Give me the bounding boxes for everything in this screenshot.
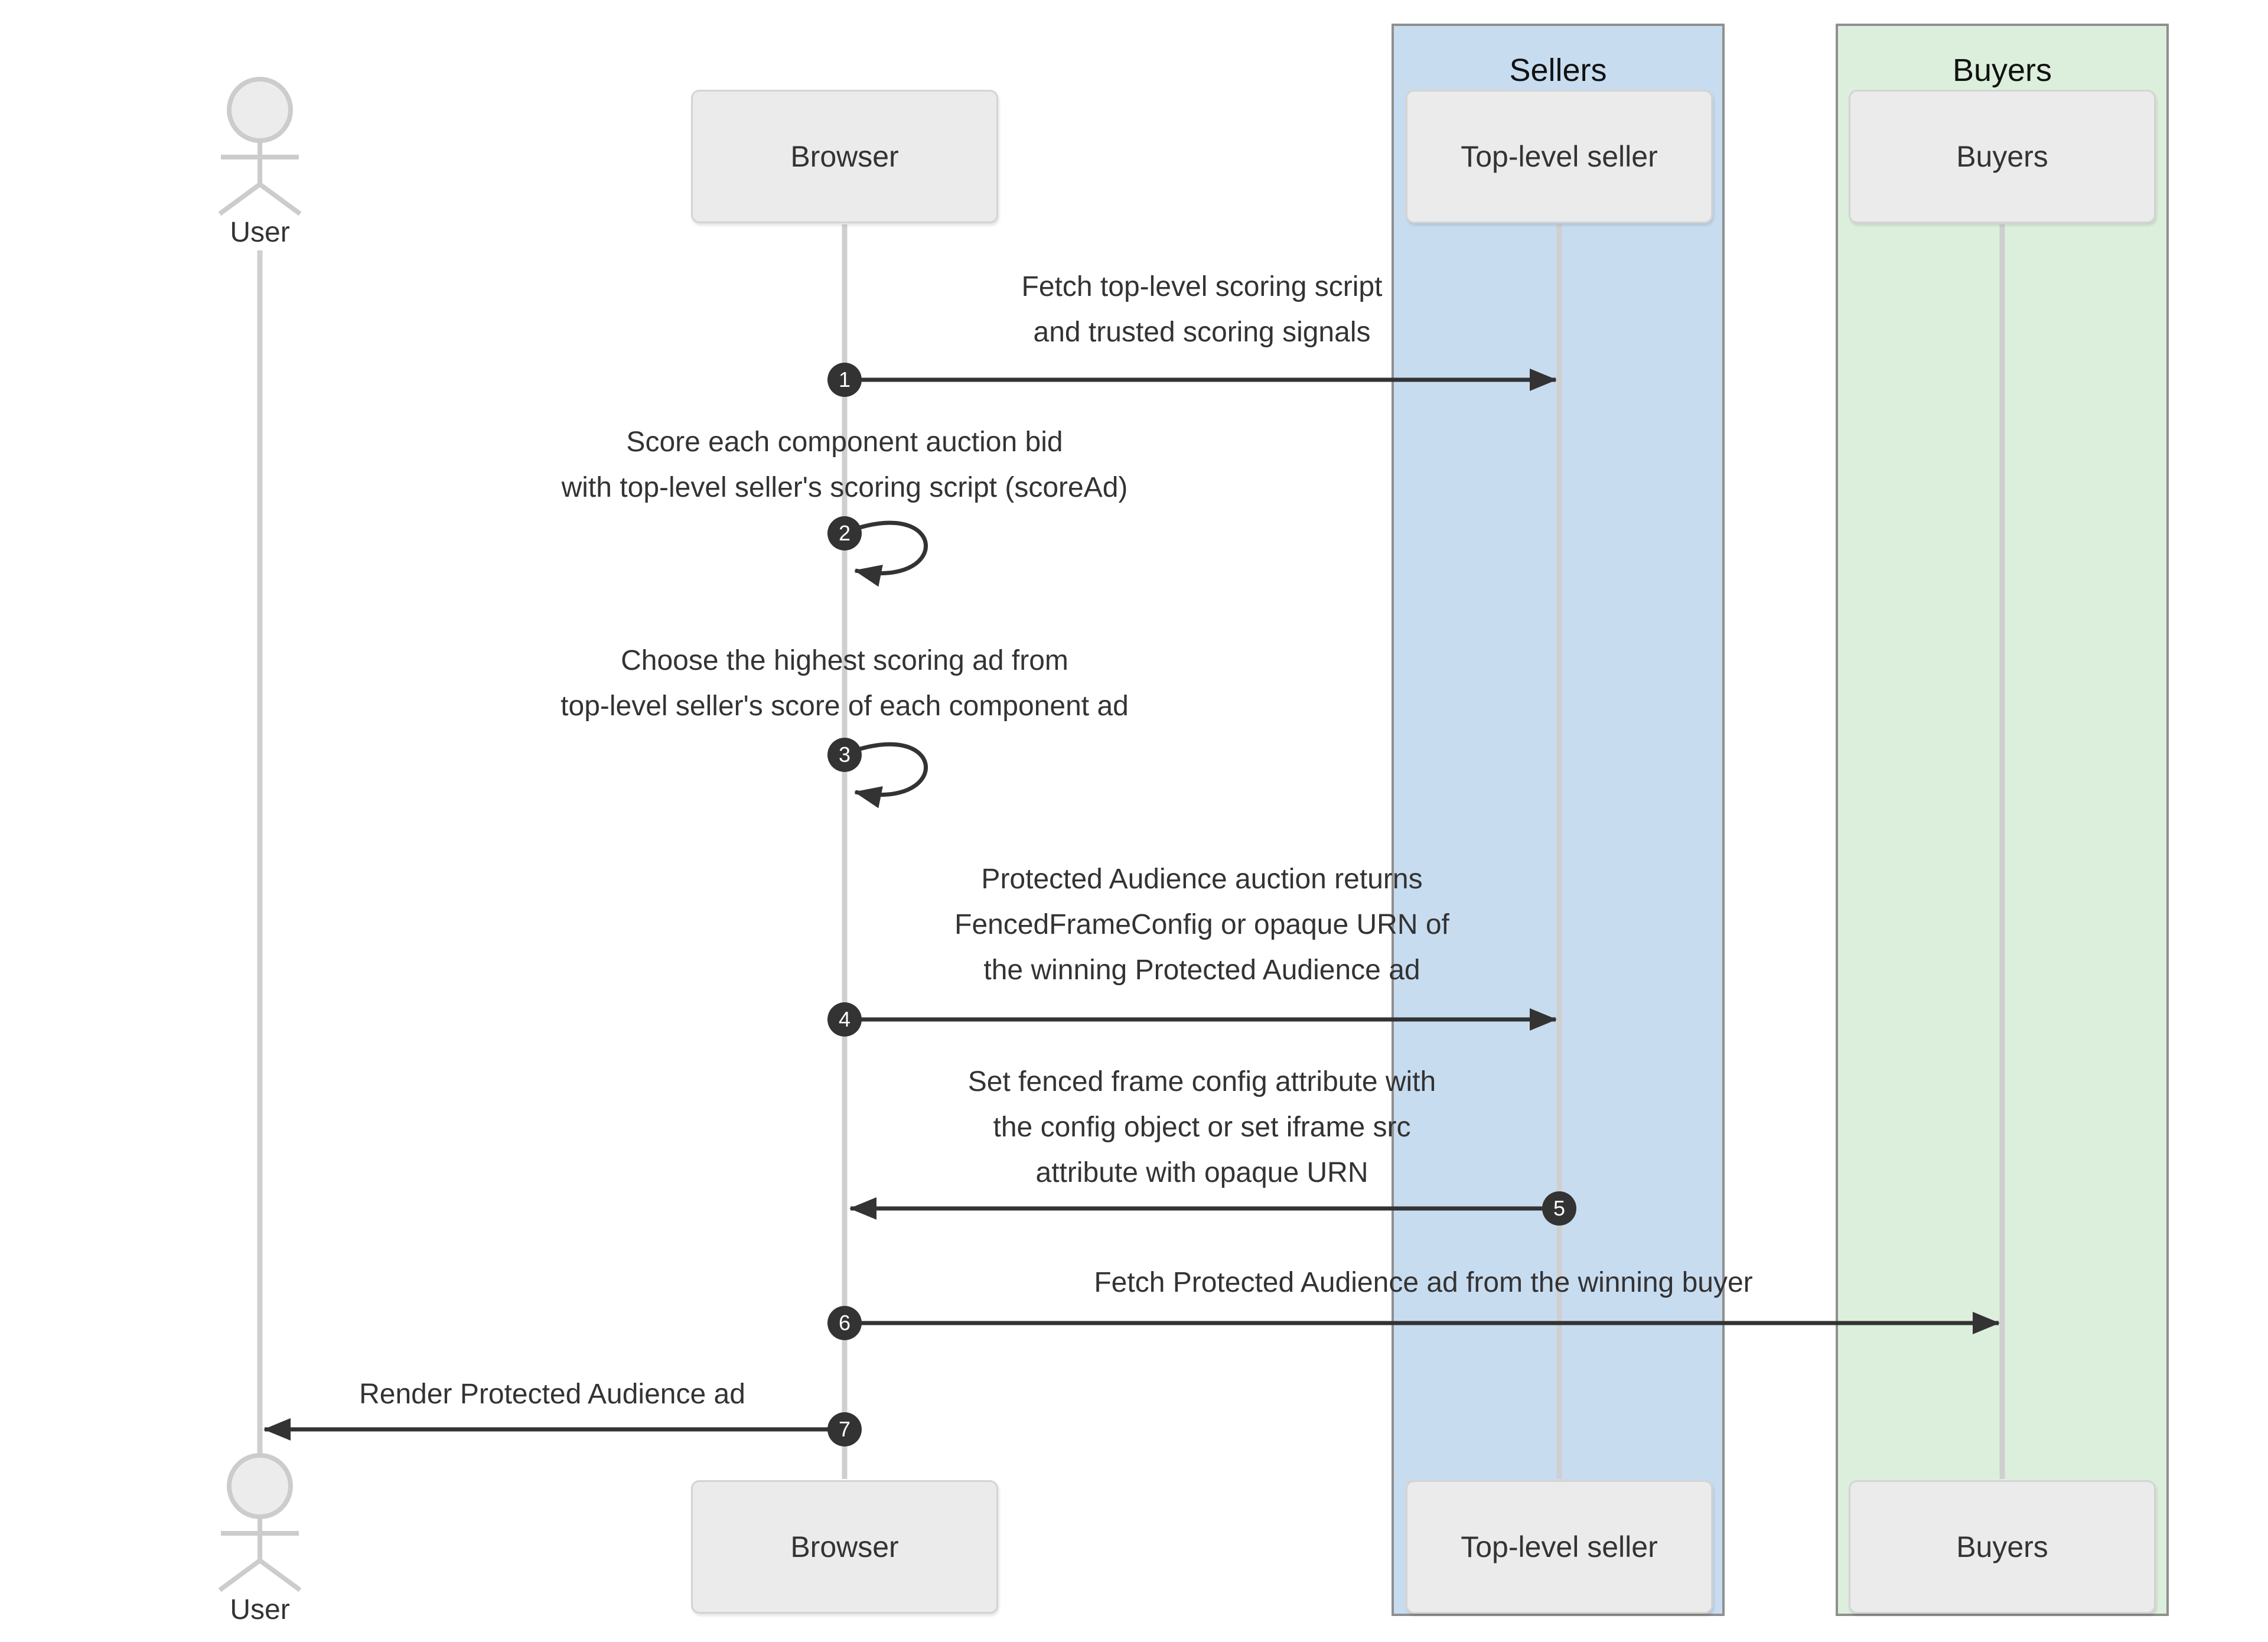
step-5-badge: 5: [1542, 1191, 1576, 1226]
message-4-text: Protected Audience auction returns Fence…: [954, 856, 1449, 993]
user-actor-label-top: User: [230, 217, 290, 248]
lifelines: [257, 224, 2005, 1479]
step-7-badge: 7: [827, 1412, 862, 1446]
seller-box-top-label: Top-level seller: [1461, 140, 1658, 173]
message-3-line-2: top-level seller's score of each compone…: [561, 690, 1129, 722]
message-2-line-2: with top-level seller's scoring script (…: [561, 472, 1128, 503]
message-4-line-2: FencedFrameConfig or opaque URN of: [954, 909, 1449, 940]
message-2-text: Score each component auction bid with to…: [562, 419, 1128, 510]
arrow-2-self-loop: [854, 520, 928, 587]
buyers-box-top: Buyers: [1849, 90, 2156, 223]
message-2-line-1: Score each component auction bid: [626, 426, 1063, 458]
seller-box-bottom: Top-level seller: [1406, 1480, 1713, 1614]
browser-box-top: Browser: [691, 90, 998, 223]
step-4-badge: 4: [827, 1002, 862, 1037]
buyers-group-label: Buyers: [1952, 53, 2052, 88]
step-3-badge: 3: [827, 738, 862, 772]
message-6-line-1: Fetch Protected Audience ad from the win…: [1094, 1267, 1753, 1298]
message-1-line-2: and trusted scoring signals: [1033, 317, 1371, 348]
user-actor-icon-bottom: [218, 1453, 302, 1592]
message-3-line-1: Choose the highest scoring ad from: [621, 645, 1068, 676]
message-1-text: Fetch top-level scoring script and trust…: [1022, 264, 1383, 355]
message-4-line-1: Protected Audience auction returns: [981, 864, 1423, 895]
user-actor-label-bottom: User: [230, 1594, 290, 1625]
browser-box-bottom: Browser: [691, 1480, 998, 1614]
message-5-line-1: Set fenced frame config attribute with: [967, 1066, 1436, 1097]
message-3-text: Choose the highest scoring ad from top-l…: [561, 638, 1129, 729]
message-5-line-2: the config object or set iframe src: [993, 1112, 1411, 1143]
buyers-box-bottom-label: Buyers: [1956, 1530, 2048, 1563]
browser-box-bottom-label: Browser: [790, 1530, 899, 1563]
buyers-box-top-label: Buyers: [1956, 140, 2048, 173]
step-1-badge: 1: [827, 363, 862, 397]
message-5-text: Set fenced frame config attribute with t…: [968, 1059, 1436, 1195]
message-arrows: [263, 369, 2000, 1441]
seller-box-bottom-label: Top-level seller: [1461, 1530, 1658, 1563]
buyers-box-bottom: Buyers: [1849, 1480, 2156, 1614]
step-2-badge: 2: [827, 516, 862, 550]
arrow-3-self-loop: [854, 742, 928, 809]
seller-box-top: Top-level seller: [1406, 90, 1713, 223]
message-5-line-3: attribute with opaque URN: [1035, 1157, 1368, 1188]
browser-box-top-label: Browser: [790, 140, 899, 173]
step-6-badge: 6: [827, 1306, 862, 1340]
message-1-line-1: Fetch top-level scoring script: [1021, 271, 1383, 302]
message-4-line-3: the winning Protected Audience ad: [983, 954, 1420, 986]
message-7-text: Render Protected Audience ad: [359, 1371, 745, 1417]
user-actor-icon: [218, 77, 302, 216]
message-7-line-1: Render Protected Audience ad: [359, 1379, 745, 1410]
message-6-text: Fetch Protected Audience ad from the win…: [1094, 1260, 1752, 1305]
sellers-group-label: Sellers: [1509, 53, 1607, 88]
